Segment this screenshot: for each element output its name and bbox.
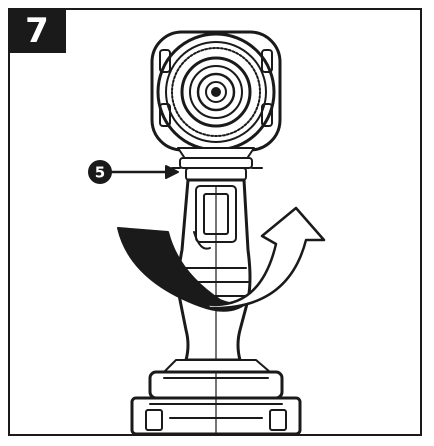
callout-arrow-icon bbox=[110, 165, 179, 179]
drill-base bbox=[130, 359, 302, 436]
callout-number: 5 bbox=[95, 164, 105, 182]
chuck-head bbox=[150, 30, 282, 161]
drill-collar bbox=[171, 157, 263, 181]
step-number-badge: 7 bbox=[8, 8, 66, 53]
drill-handle bbox=[176, 178, 252, 362]
rotation-arrow-icon bbox=[117, 206, 326, 312]
callout-5: 5 bbox=[88, 160, 112, 184]
